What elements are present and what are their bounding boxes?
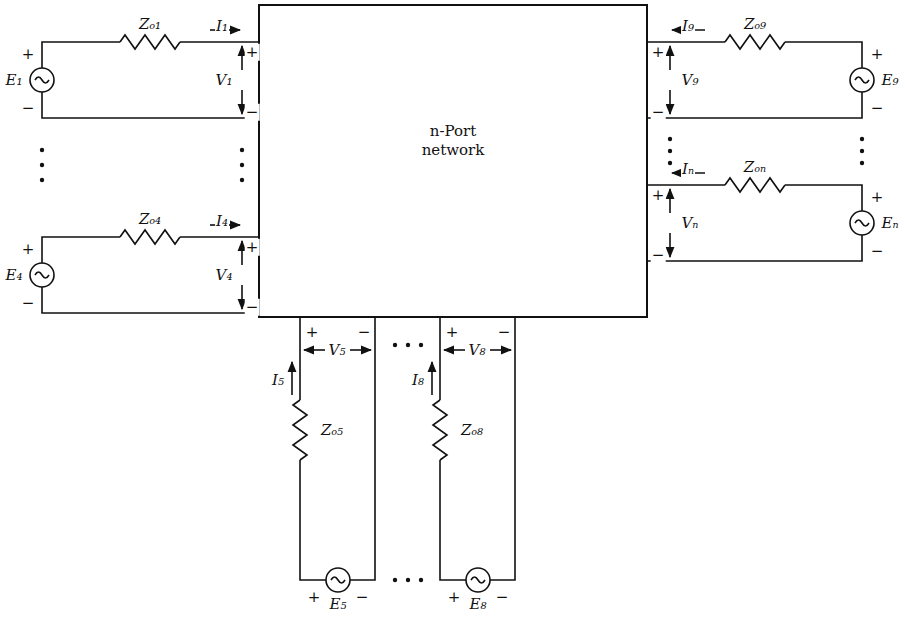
resistor-symbol	[120, 35, 180, 49]
source-label: E₈	[469, 596, 488, 613]
voltage-label: V₄	[215, 267, 234, 284]
resistor-symbol	[293, 400, 307, 460]
impedance-label: Zₒ₅	[320, 422, 344, 439]
network-label: n-Port network	[398, 122, 508, 160]
current-label: I₁	[215, 18, 229, 35]
source-label: E₅	[329, 596, 348, 613]
wire	[648, 185, 862, 261]
voltage-label: V₈	[468, 342, 487, 359]
source-label: E₄	[5, 267, 24, 284]
impedance-label: Zₒ₄	[138, 211, 162, 228]
wire	[648, 42, 862, 118]
polarity-sign: +	[245, 44, 260, 61]
voltage-label: Vₙ	[681, 215, 700, 232]
polarity-sign: +	[651, 44, 666, 61]
polarity-sign: +	[651, 187, 666, 204]
wire	[440, 318, 515, 580]
resistor-symbol	[120, 230, 180, 244]
polarity-sign: −	[651, 247, 666, 264]
current-label: I₄	[215, 213, 229, 230]
impedance-label: Zₒ₁	[138, 16, 162, 33]
polarity-sign: +	[245, 239, 260, 256]
polarity-sign: +	[21, 46, 36, 63]
source-label: E₉	[881, 72, 900, 89]
polarity-sign: +	[870, 46, 885, 63]
polarity-sign: +	[447, 589, 462, 606]
source-symbol	[30, 68, 54, 92]
polarity-sign: −	[355, 589, 370, 606]
polarity-sign: −	[245, 104, 260, 121]
polarity-sign: −	[870, 243, 885, 260]
wire	[42, 237, 258, 313]
polarity-sign: −	[21, 100, 36, 117]
impedance-label: Zₒ₉	[743, 16, 767, 33]
network-box: n-Port network	[258, 4, 648, 318]
polarity-sign: −	[245, 299, 260, 316]
current-label: I₉	[681, 18, 695, 35]
wire	[300, 318, 375, 580]
polarity-sign: −	[497, 324, 512, 341]
current-label: I₈	[411, 372, 425, 389]
source-symbol	[850, 68, 874, 92]
current-label: I₅	[271, 372, 285, 389]
polarity-sign: +	[21, 241, 36, 258]
polarity-sign: −	[357, 324, 372, 341]
current-label: Iₙ	[681, 161, 695, 178]
polarity-sign: +	[305, 324, 320, 341]
polarity-sign: +	[870, 189, 885, 206]
source-symbol	[850, 211, 874, 235]
voltage-label: V₁	[215, 72, 234, 89]
polarity-sign: −	[21, 295, 36, 312]
polarity-sign: +	[445, 324, 460, 341]
resistor-symbol	[725, 178, 785, 192]
polarity-sign: +	[307, 589, 322, 606]
source-symbol	[30, 263, 54, 287]
polarity-sign: −	[495, 589, 510, 606]
wire	[42, 42, 258, 118]
source-symbol	[326, 568, 350, 592]
resistor-symbol	[433, 400, 447, 460]
source-label: E₁	[5, 72, 24, 89]
source-label: Eₙ	[880, 215, 899, 232]
polarity-sign: −	[870, 100, 885, 117]
impedance-label: Zₒ₈	[460, 422, 484, 439]
source-symbol	[466, 568, 490, 592]
voltage-label: V₉	[681, 72, 700, 89]
resistor-symbol	[725, 35, 785, 49]
polarity-sign: −	[651, 104, 666, 121]
voltage-label: V₅	[328, 342, 347, 359]
impedance-label: Zₒₙ	[743, 159, 767, 176]
